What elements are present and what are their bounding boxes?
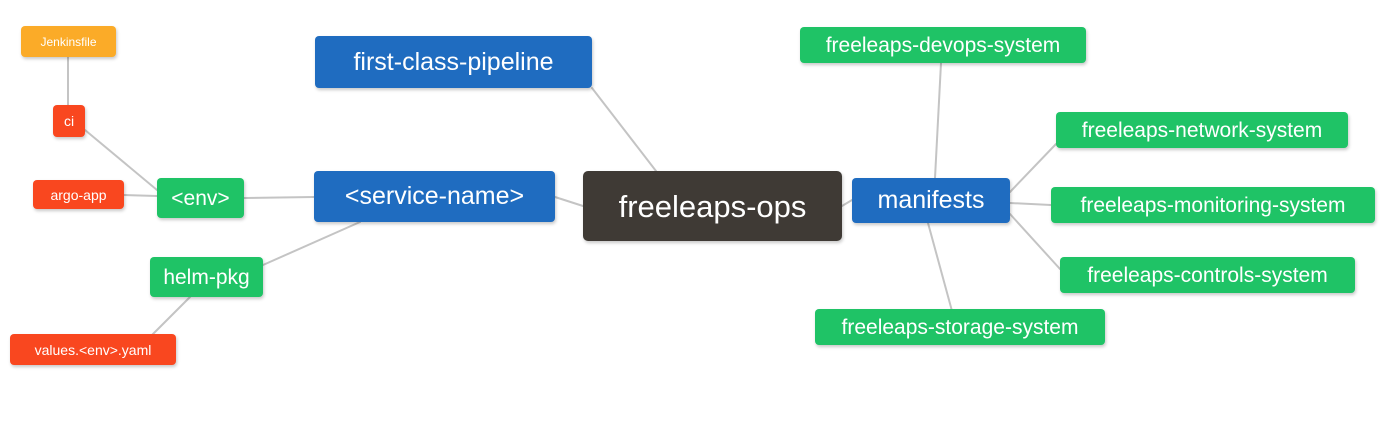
mindmap-node-label: helm-pkg [163,265,250,289]
edge-env-to-argoapp [123,194,158,197]
mindmap-node-label: freeleaps-ops [618,188,807,224]
mindmap-node-label: first-class-pipeline [353,47,554,76]
edge-manifests-to-network [1009,143,1057,193]
mindmap-node-label: manifests [877,186,985,214]
mindmap-node-label: freeleaps-devops-system [825,33,1061,57]
mindmap-node-label: ci [63,113,75,129]
mindmap-node-monitoring[interactable]: freeleaps-monitoring-system [1051,187,1375,223]
edge-root-to-manifests [841,199,853,207]
mindmap-node-valuesyaml[interactable]: values.<env>.yaml [10,334,176,365]
mindmap-node-jenkinsfile[interactable]: Jenkinsfile [21,26,116,57]
mindmap-node-root[interactable]: freeleaps-ops [583,171,842,241]
mindmap-node-helmpkg[interactable]: helm-pkg [150,257,263,297]
edge-manifests-to-devops [934,62,942,179]
mindmap-node-service[interactable]: <service-name> [314,171,555,222]
mindmap-node-label: freeleaps-storage-system [841,315,1079,339]
mindmap-node-label: freeleaps-monitoring-system [1080,193,1346,217]
mindmap-node-label: <service-name> [344,182,525,210]
mindmap-node-devops[interactable]: freeleaps-devops-system [800,27,1086,63]
edge-root-to-service [554,196,584,207]
mindmap-node-label: freeleaps-controls-system [1087,263,1328,287]
edge-helmpkg-to-valuesyaml [149,296,191,338]
mindmap-node-argoapp[interactable]: argo-app [33,180,124,209]
mindmap-node-ci[interactable]: ci [53,105,85,137]
mindmap-node-controls[interactable]: freeleaps-controls-system [1060,257,1355,293]
edge-manifests-to-storage [927,222,953,312]
mindmap-node-manifests[interactable]: manifests [852,178,1010,223]
mindmap-node-network[interactable]: freeleaps-network-system [1056,112,1348,148]
mindmap-node-label: Jenkinsfile [40,34,97,49]
mindmap-node-label: argo-app [50,186,107,203]
edge-service-to-env [243,196,315,199]
edge-root-to-pipeline [591,87,657,172]
edge-manifests-to-monitoring [1009,202,1052,206]
mindmap-node-storage[interactable]: freeleaps-storage-system [815,309,1105,345]
edge-service-to-helmpkg [262,221,361,266]
mindmap-node-pipeline[interactable]: first-class-pipeline [315,36,592,88]
mindmap-node-label: <env> [171,186,230,210]
mindmap-node-env[interactable]: <env> [157,178,244,218]
mindmap-node-label: freeleaps-network-system [1081,118,1323,142]
mindmap-node-label: values.<env>.yaml [34,341,152,358]
